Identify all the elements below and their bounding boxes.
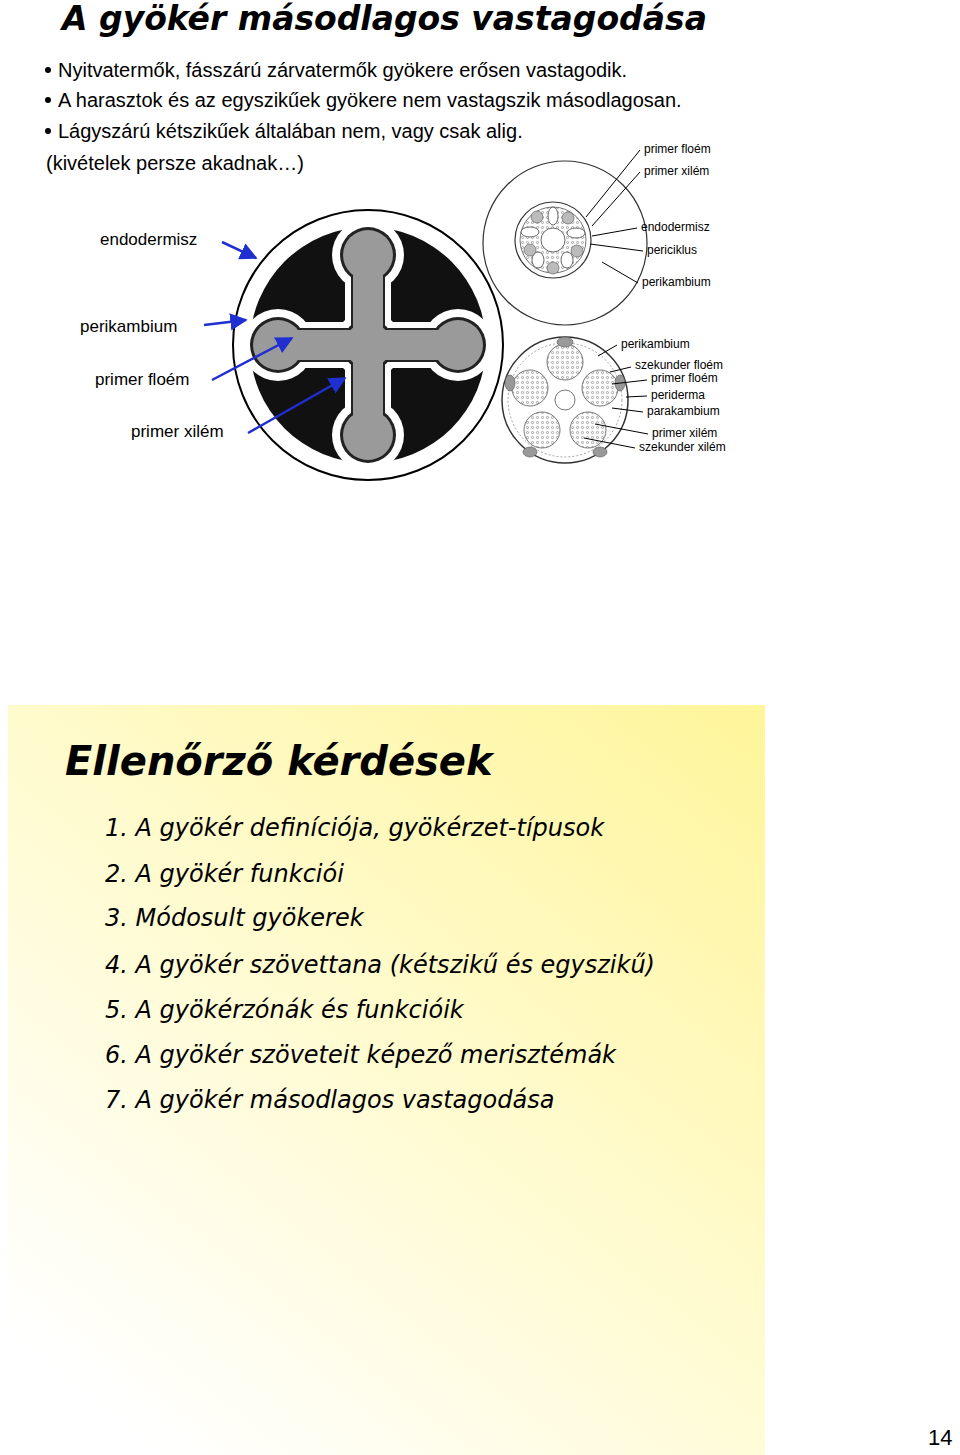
panel-heading: Ellenőrző kérdések — [65, 737, 493, 785]
bullet-text: Nyitvatermők, fásszárú zárvatermők gyöke… — [58, 58, 627, 82]
note-text: (kivételek persze akadnak…) — [46, 151, 304, 175]
bullet-text: Lágyszárú kétszikűek általában nem, vagy… — [58, 119, 523, 143]
part-label: primer xilém — [131, 422, 224, 442]
question-panel-ground — [8, 705, 765, 1455]
part-label: parakambium — [647, 405, 720, 418]
pointer-arrows — [204, 242, 345, 433]
slide-title: A gyökér másodlagos vastagodása — [62, 0, 707, 39]
part-label: endodermisz — [641, 221, 710, 234]
question-panel: Ellenőrző kérdések 1. A gyökér definíciój… — [8, 705, 765, 1455]
part-label: perikambium — [621, 338, 690, 351]
part-label: primer floém — [644, 143, 711, 156]
question-item: 1. A gyökér definíciója, gyökérzet-típus… — [105, 814, 604, 843]
question-item: 3. Módosult gyökerek — [105, 904, 364, 933]
question-item: 7. A gyökér másodlagos vastagodása — [105, 1086, 554, 1115]
question-item: 6. A gyökér szöveteit képező merisztémák — [105, 1041, 616, 1070]
part-label: periderma — [651, 389, 705, 402]
part-label: perikambium — [80, 317, 177, 337]
root-section-secondary — [502, 337, 628, 463]
bullet-dots — [45, 67, 51, 134]
part-label: primer xilém — [652, 427, 717, 440]
part-label: primer floém — [651, 372, 718, 385]
part-label: endodermisz — [100, 230, 197, 250]
page-number: 14 — [928, 1425, 952, 1451]
part-label: szekunder xilém — [639, 441, 726, 454]
question-item: 2. A gyökér funkciói — [105, 860, 344, 889]
part-label: primer floém — [95, 370, 189, 390]
part-label: szekunder floém — [635, 359, 723, 372]
root-section-primary — [483, 161, 647, 325]
leader-lines — [584, 150, 648, 448]
question-item: 4. A gyökér szövettana (kétszikű és egys… — [105, 951, 655, 980]
part-label: perikambium — [642, 276, 711, 289]
bullet-text: A harasztok és az egyszikűek gyökere nem… — [58, 88, 682, 112]
root-schematic — [233, 210, 503, 480]
part-label: periciklus — [647, 244, 697, 257]
question-item: 5. A gyökérzónák és funkcióik — [105, 996, 464, 1025]
part-label: primer xilém — [644, 165, 709, 178]
